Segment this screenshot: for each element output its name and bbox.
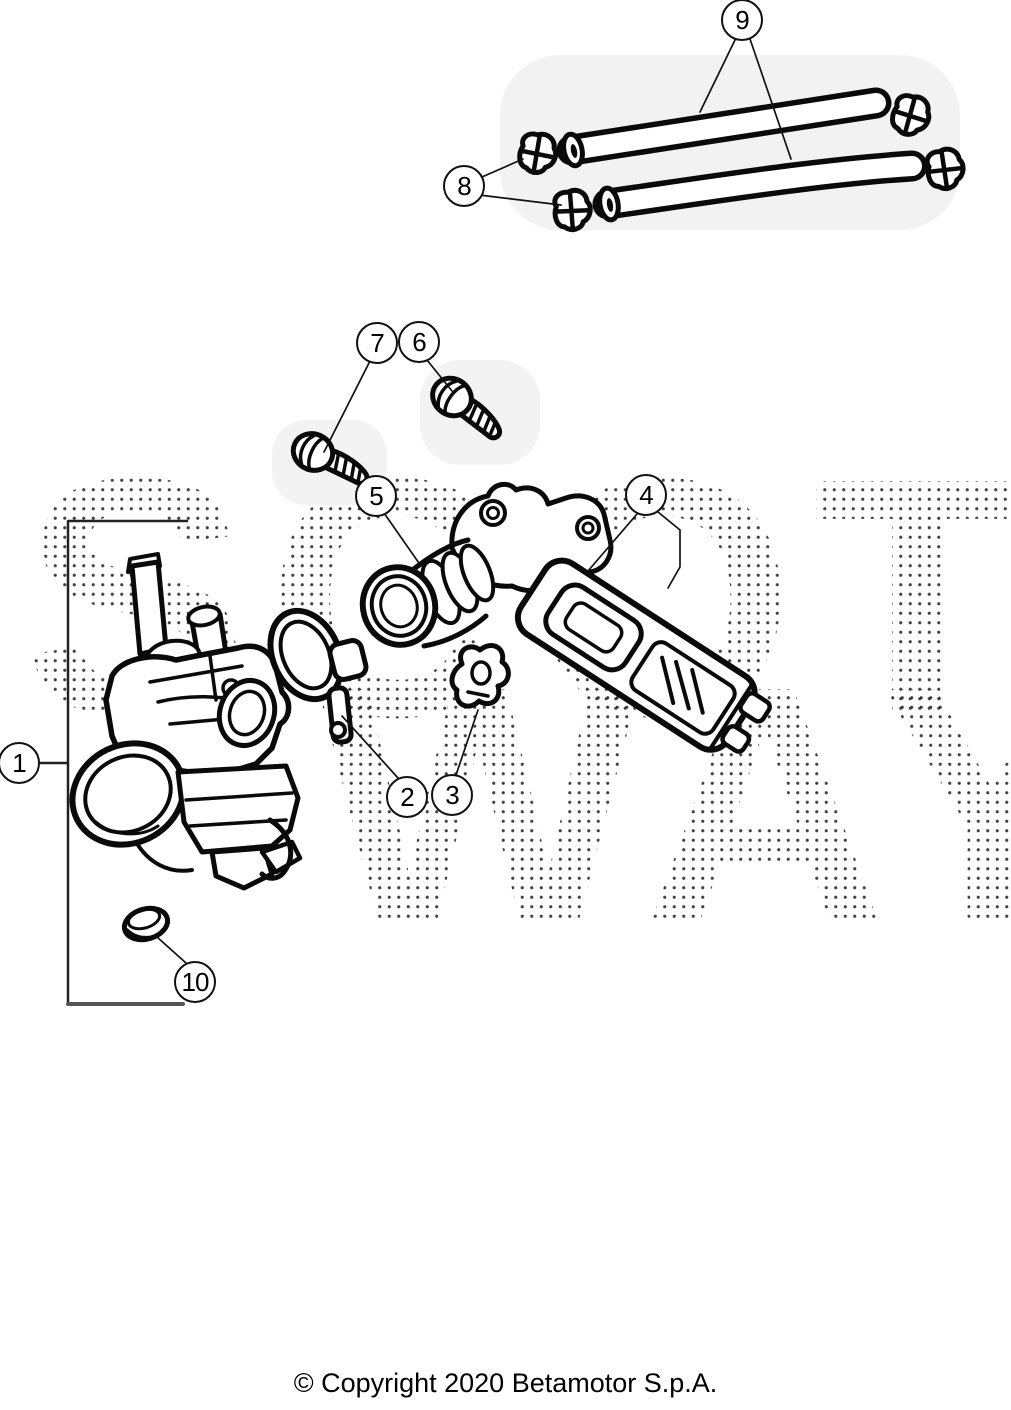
part-1-carburetor <box>69 552 303 891</box>
part-9-fuel-hoses <box>556 87 928 223</box>
copyright-text: © Copyright 2020 Betamotor S.p.A. <box>293 1368 718 1398</box>
part-3-clamp-fitting <box>449 643 511 709</box>
callout-5: 5 <box>355 475 397 517</box>
callout-10: 10 <box>174 961 216 1003</box>
callout-6: 6 <box>398 321 440 363</box>
part-2-hose-clamp <box>267 607 369 745</box>
callout-1: 1 <box>0 742 40 784</box>
callout-5-number: 5 <box>369 480 384 511</box>
callout-8-number: 8 <box>457 170 472 201</box>
callout-7-number: 7 <box>370 327 385 358</box>
callout-4: 4 <box>625 474 667 516</box>
callout-2-number: 2 <box>400 781 415 812</box>
callout-9-number: 9 <box>735 4 750 35</box>
part-5-intake-boot <box>359 481 614 649</box>
part-10-cap-disc <box>121 905 171 943</box>
callout-1-number: 1 <box>12 747 27 778</box>
callout-3: 3 <box>431 774 473 816</box>
callout-2: 2 <box>386 776 428 818</box>
part-4-throttle-body <box>514 557 772 754</box>
callout-3-number: 3 <box>445 779 460 810</box>
scan-noise <box>272 55 960 505</box>
callout-6-number: 6 <box>412 326 427 357</box>
callout-10-number: 10 <box>181 966 210 997</box>
callout-8: 8 <box>443 165 485 207</box>
callout-4-number: 4 <box>639 479 654 510</box>
callout-9: 9 <box>721 0 763 41</box>
callout-1-bracket <box>37 519 189 1006</box>
callout-7: 7 <box>356 322 398 364</box>
leader-lines <box>156 38 792 964</box>
